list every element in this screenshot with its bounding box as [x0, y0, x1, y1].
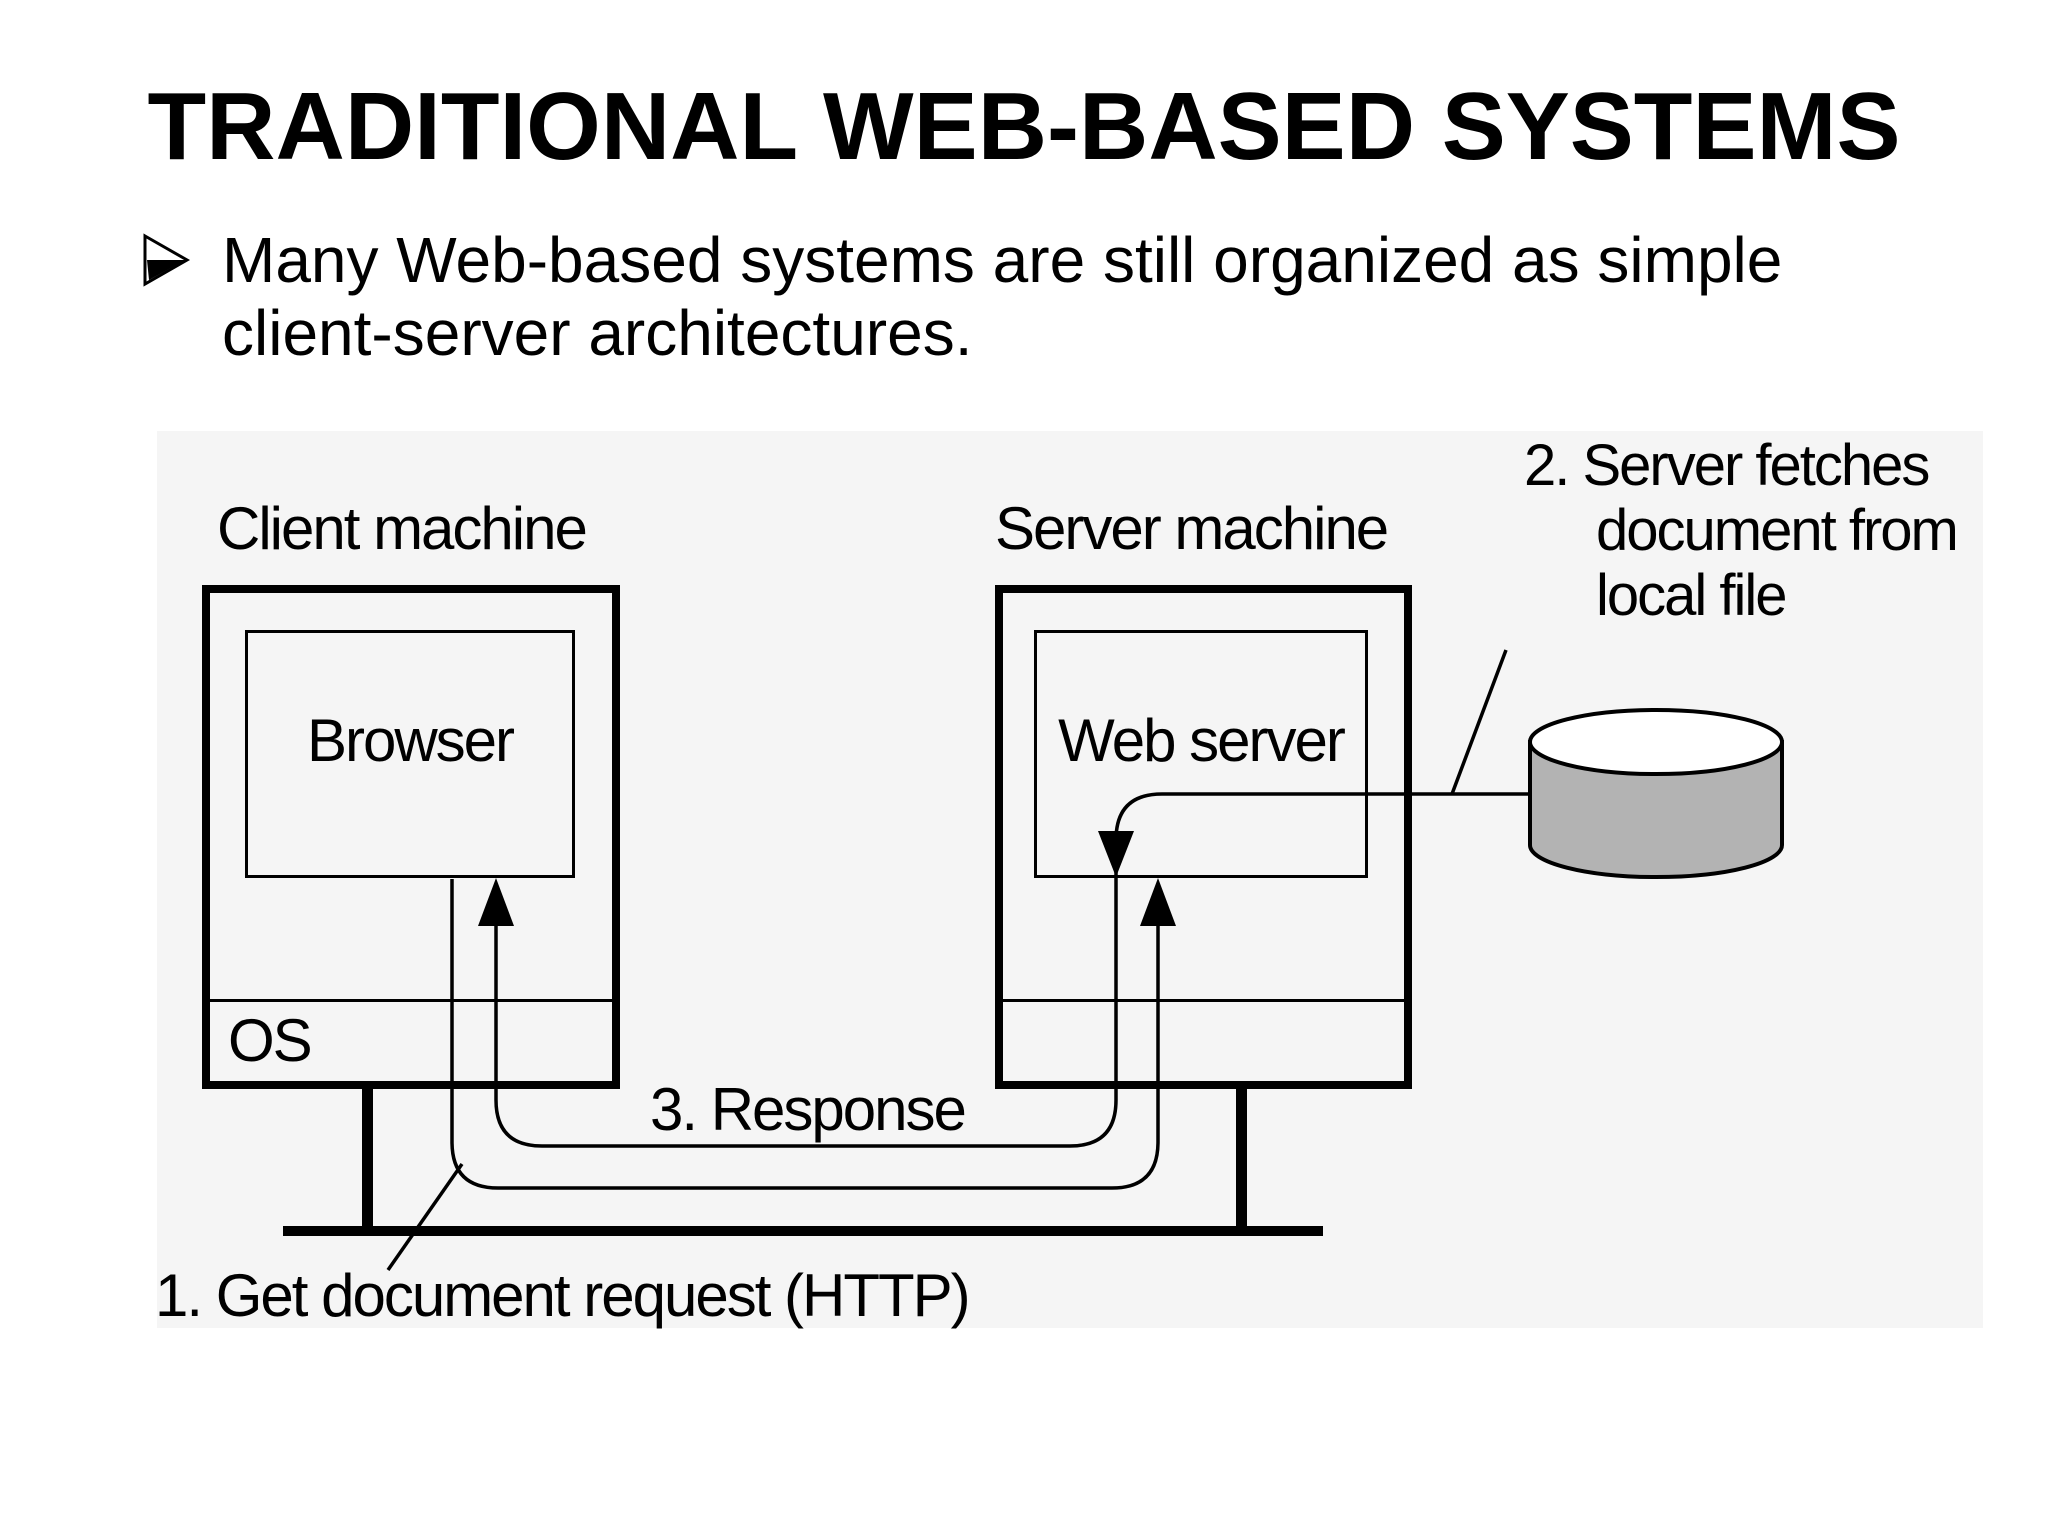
client-network-leg	[362, 1089, 373, 1229]
step3-response-label: 3. Response	[650, 1076, 967, 1143]
step2-line-3: local file	[1596, 563, 1788, 628]
client-os-divider-line	[210, 999, 612, 1002]
web-server-label: Web server	[1058, 707, 1346, 774]
client-machine-box	[202, 585, 620, 1089]
step2-fetch-label: 2. Server fetches document from local fi…	[1524, 433, 1959, 628]
browser-label: Browser	[306, 707, 515, 774]
server-network-leg	[1236, 1089, 1247, 1229]
bullet-text: Many Web-based systems are still organiz…	[222, 224, 1982, 370]
network-line	[283, 1226, 1323, 1236]
client-machine-label: Client machine	[217, 495, 588, 562]
step1-request-label: 1. Get document request (HTTP)	[155, 1262, 971, 1329]
server-machine-label: Server machine	[995, 495, 1389, 562]
browser-box: Browser	[245, 630, 575, 878]
web-server-box: Web server	[1034, 630, 1368, 878]
arrowhead-bullet-icon	[141, 233, 191, 292]
os-label: OS	[228, 1007, 313, 1074]
server-os-divider-line	[1003, 999, 1404, 1002]
step2-line-1: 2. Server fetches	[1524, 433, 1930, 498]
bullet-line-1: Many Web-based systems are still organiz…	[222, 224, 1783, 296]
slide-title: TRADITIONAL WEB-BASED SYSTEMS	[147, 73, 1901, 180]
step2-line-2: document from	[1596, 498, 1959, 563]
bullet-line-2: client-server architectures.	[222, 297, 973, 369]
